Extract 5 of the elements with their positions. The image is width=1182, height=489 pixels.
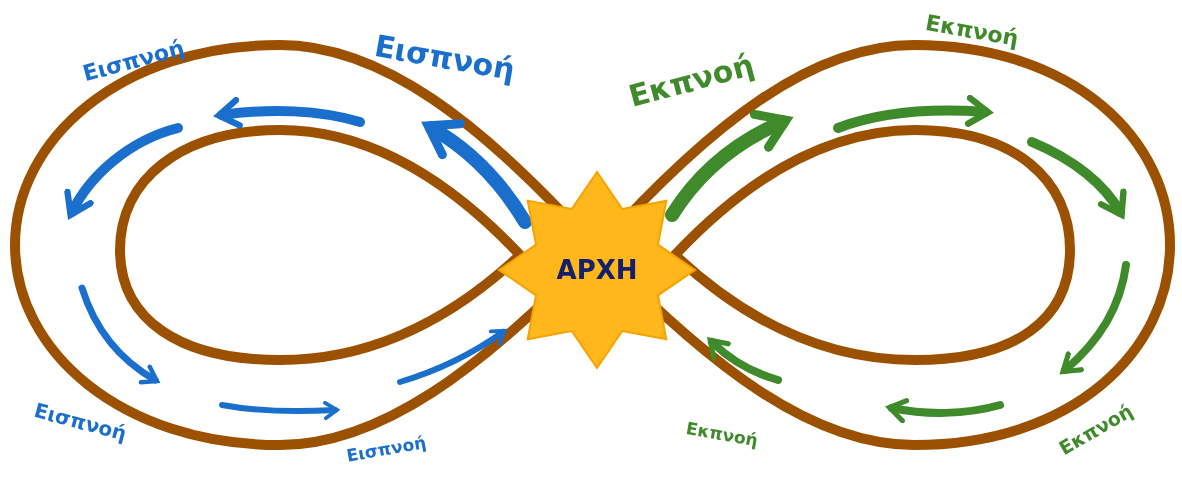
- node-title: ΑΡΧΗ: [556, 255, 638, 285]
- star-node: [497, 170, 697, 370]
- phase-label: Εκπνοή: [684, 418, 760, 451]
- phase-label: Εκπνοή: [923, 10, 1021, 51]
- phase-label: Εισπνοή: [345, 432, 428, 466]
